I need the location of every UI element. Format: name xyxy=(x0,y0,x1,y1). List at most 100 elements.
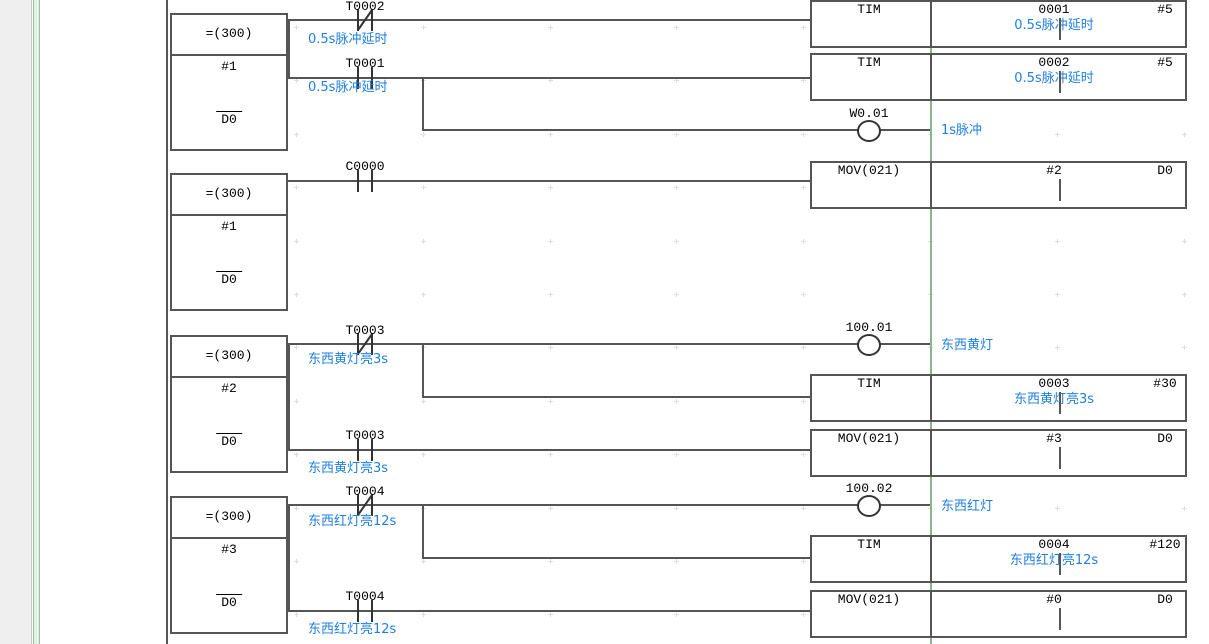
instruction-operand1: #3 xyxy=(1046,431,1062,446)
left-gutter xyxy=(0,0,31,644)
branch-drop-wire xyxy=(422,504,424,558)
instruction-name: TIM xyxy=(857,55,881,70)
branch-drop-wire xyxy=(288,504,290,611)
section-divider-line xyxy=(930,0,932,644)
instruction-operand1-comment: 0.5s脉冲延时 xyxy=(1014,71,1094,86)
compare-block[interactable] xyxy=(170,496,288,634)
instruction-operand1: 0003 xyxy=(1038,376,1070,391)
branch-drop-wire xyxy=(422,77,424,130)
coil-label: W0.01 xyxy=(849,106,889,121)
branch-wire xyxy=(422,557,810,559)
compare-op: =(300) xyxy=(205,186,253,201)
branch-wire xyxy=(422,396,810,398)
contact-no-T0004[interactable] xyxy=(354,600,376,622)
compare-op: =(300) xyxy=(205,509,253,524)
contact-label: T0004 xyxy=(345,589,385,604)
coil-comment: 1s脉冲 xyxy=(941,123,983,138)
instruction-operand1-comment: 东西黄灯亮3s xyxy=(1013,392,1095,407)
contact-nc-T0002[interactable] xyxy=(354,9,376,31)
branch-drop-wire xyxy=(288,19,290,78)
operand-tick xyxy=(1059,71,1061,93)
compare-operand1: #1 xyxy=(221,219,237,234)
instruction-block-divider xyxy=(930,590,932,638)
instruction-operand1-comment: 东西红灯亮12s xyxy=(1009,553,1099,568)
compare-block[interactable] xyxy=(170,13,288,151)
instruction-operand2: D0 xyxy=(1157,431,1173,446)
instruction-block[interactable] xyxy=(810,53,1187,101)
compare-op: =(300) xyxy=(205,348,253,363)
contact-no-T0001[interactable] xyxy=(354,67,376,89)
operand-tick xyxy=(1059,553,1061,575)
instruction-block[interactable] xyxy=(810,374,1187,422)
instruction-operand2: D0 xyxy=(1157,592,1173,607)
compare-operand1: #3 xyxy=(221,542,237,557)
instruction-block[interactable] xyxy=(810,429,1187,477)
operand-tick xyxy=(1059,608,1061,630)
instruction-block-divider xyxy=(930,53,932,101)
contact-comment: 0.5s脉冲延时 xyxy=(308,80,388,95)
contact-label: T0001 xyxy=(345,56,385,71)
instruction-name: TIM xyxy=(857,537,881,552)
instruction-operand1: #2 xyxy=(1046,163,1062,178)
branch-wire xyxy=(288,180,810,182)
compare-op: =(300) xyxy=(205,26,253,41)
coil-label: 100.02 xyxy=(845,481,893,496)
operand-tick xyxy=(1059,447,1061,469)
contact-label: T0003 xyxy=(345,323,385,338)
instruction-block[interactable] xyxy=(810,590,1187,638)
compare-operand2: D0 xyxy=(216,111,242,127)
contact-no-T0003[interactable] xyxy=(354,439,376,461)
diagram-canvas[interactable]: =(300) #1 D0 T0002 0.5s脉冲延时 TIM 0001 0.5… xyxy=(41,0,1209,644)
contact-label: C0000 xyxy=(345,159,385,174)
compare-block-separator xyxy=(170,54,288,56)
operand-tick xyxy=(1059,179,1061,201)
instruction-block[interactable] xyxy=(810,535,1187,583)
left-green-band xyxy=(33,0,40,644)
instruction-block[interactable] xyxy=(810,161,1187,209)
contact-comment: 东西黄灯亮3s xyxy=(308,352,389,367)
instruction-operand2: #5 xyxy=(1157,2,1173,17)
instruction-block[interactable] xyxy=(810,0,1187,48)
operand-tick xyxy=(1059,18,1061,40)
instruction-operand1: 0004 xyxy=(1038,537,1070,552)
contact-nc-T0004[interactable] xyxy=(354,494,376,516)
instruction-operand1: #0 xyxy=(1046,592,1062,607)
compare-operand1: #1 xyxy=(221,59,237,74)
coil-100-02[interactable] xyxy=(857,495,881,517)
compare-block-separator xyxy=(170,376,288,378)
coil-comment: 东西红灯 xyxy=(941,499,994,514)
instruction-operand2: D0 xyxy=(1157,163,1173,178)
branch-wire xyxy=(288,504,930,506)
instruction-operand2: #120 xyxy=(1149,537,1181,552)
coil-label: 100.01 xyxy=(845,320,893,335)
instruction-name: TIM xyxy=(857,2,881,17)
left-green-band-left-edge xyxy=(33,0,34,644)
contact-comment: 东西黄灯亮3s xyxy=(308,461,389,476)
contact-comment: 东西红灯亮12s xyxy=(308,622,397,637)
instruction-operand1-comment: 0.5s脉冲延时 xyxy=(1014,18,1094,33)
contact-label: T0003 xyxy=(345,428,385,443)
coil-W0-01[interactable] xyxy=(857,120,881,142)
branch-wire xyxy=(288,610,810,612)
compare-block-separator xyxy=(170,537,288,539)
coil-100-01[interactable] xyxy=(857,334,881,356)
instruction-block-divider xyxy=(930,535,932,583)
compare-block[interactable] xyxy=(170,173,288,311)
instruction-block-divider xyxy=(930,0,932,48)
contact-label: T0002 xyxy=(345,0,385,14)
instruction-name: MOV(021) xyxy=(837,163,901,178)
coil-comment: 东西黄灯 xyxy=(941,338,994,353)
contact-nc-T0003[interactable] xyxy=(354,333,376,355)
operand-tick xyxy=(1059,392,1061,414)
instruction-name: TIM xyxy=(857,376,881,391)
branch-drop-wire xyxy=(422,343,424,397)
compare-block[interactable] xyxy=(170,335,288,473)
branch-wire xyxy=(422,129,930,131)
gutter-divider xyxy=(31,0,32,644)
compare-operand2: D0 xyxy=(216,433,242,449)
instruction-block-divider xyxy=(930,429,932,477)
contact-no-C0000[interactable] xyxy=(354,170,376,192)
compare-block-separator xyxy=(170,214,288,216)
instruction-operand2: #5 xyxy=(1157,55,1173,70)
